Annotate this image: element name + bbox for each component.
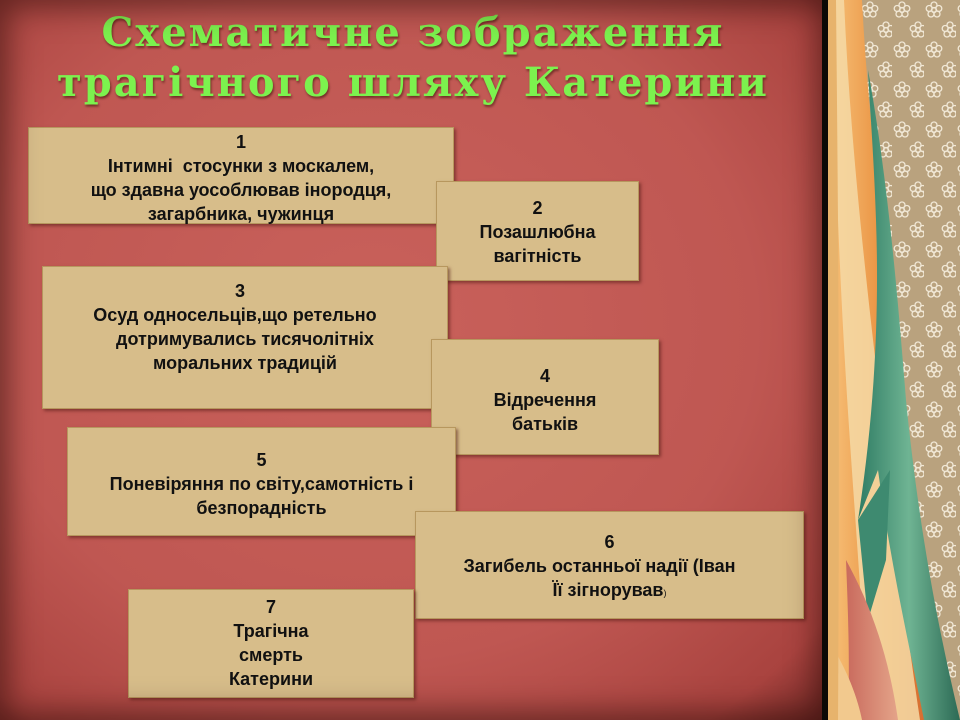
stage-box-5: 5 Поневіряння по світу,самотність і безп… [67, 427, 456, 536]
stage-box-1: 1 Інтимні стосунки з москалем, що здавна… [28, 127, 454, 224]
stage-number: 4 [539, 366, 550, 386]
stage-text-line: загарбника, чужинця [147, 204, 335, 224]
decorative-side-panel [828, 0, 960, 720]
floral-pattern-illustration [828, 0, 960, 720]
stage-text-line: батьків [511, 414, 579, 434]
stage-text-line: безпорадність [196, 498, 327, 518]
stage-number: 5 [256, 450, 267, 470]
stage-box-3: 3 Осуд односельців,що ретельно дотримува… [42, 266, 448, 409]
stage-text-line: смерть [239, 645, 303, 665]
stage-number: 2 [532, 198, 543, 218]
stage-text-line: що здавна уособлював інородця, [90, 180, 392, 200]
title-line-1: Схематичне зображення [101, 9, 725, 56]
slide-title: Схематичне зображення трагічного шляху К… [0, 8, 826, 108]
stage-number: 7 [265, 597, 276, 617]
stage-text-line: моральних традицій [153, 353, 337, 373]
stage-text-line: Відречення [493, 390, 597, 410]
stage-text-line-with-suffix: Її зігнорував) [416, 578, 803, 605]
stage-box-7: 7 Трагічна смерть Катерини [128, 589, 414, 698]
stage-box-6: 6 Загибель останньої надії (Іван Її зігн… [415, 511, 804, 619]
stage-box-4: 4 Відречення батьків [431, 339, 659, 455]
stage-text-line: Трагічна [233, 621, 309, 641]
title-line-2: трагічного шляху Катерини [57, 59, 769, 106]
stage-number: 3 [234, 281, 245, 301]
stage-text-line: Позашлюбна [479, 222, 596, 242]
slide-frame-edge [822, 0, 828, 720]
stage-number: 1 [235, 132, 246, 152]
stage-text-line: дотримувались тисячолітніх [116, 329, 374, 349]
stage-text-line: Інтимні стосунки з москалем, [107, 156, 375, 176]
stage-text-line: Поневіряння по світу,самотність і [109, 474, 414, 494]
stage-box-2: 2 Позашлюбна вагітність [436, 181, 639, 281]
closing-parenthesis: ) [663, 588, 667, 598]
stage-text-line: Загибель останньої надії (Іван [463, 556, 736, 576]
stage-text-line: Її зігнорував [552, 580, 664, 600]
slide: Схематичне зображення трагічного шляху К… [0, 0, 826, 720]
stage-text-line: вагітність [493, 246, 582, 266]
stage-text-line: Катерини [228, 669, 314, 689]
stage-text-line: Осуд односельців,що ретельно [93, 305, 377, 325]
stage-number: 6 [604, 532, 615, 552]
